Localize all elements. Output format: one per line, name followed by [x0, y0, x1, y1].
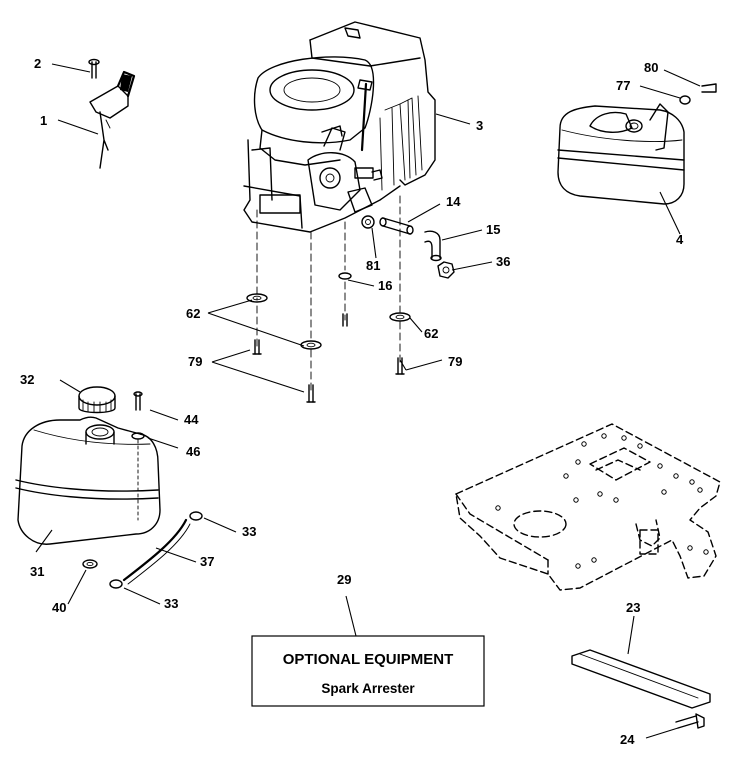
- nut-36: [437, 261, 455, 279]
- callout-40: 40: [52, 600, 66, 615]
- fuel-tank-assembly: [15, 379, 179, 553]
- screw-24: [645, 713, 705, 739]
- callout-79-right: 79: [448, 354, 462, 369]
- callout-29: 29: [337, 572, 351, 587]
- spark-arrester-screen-23: [571, 615, 711, 709]
- callout-labels: 2 1 3 80 77 4 14 15 81 36 16 62 62 79 79…: [20, 56, 684, 747]
- cylinder-fins: [379, 95, 423, 191]
- fuel-line-14: [379, 217, 414, 235]
- bolts-79: [211, 313, 443, 403]
- callout-1: 1: [40, 113, 47, 128]
- washer-40: [67, 559, 98, 605]
- leader-15: [441, 229, 483, 241]
- callout-81: 81: [366, 258, 380, 273]
- engine-mounting-plate: [455, 423, 721, 591]
- optional-equipment-box: OPTIONAL EQUIPMENT Spark Arrester: [251, 635, 485, 707]
- fuel-hose-37: [109, 511, 237, 605]
- callout-33-top: 33: [242, 524, 256, 539]
- callout-15: 15: [486, 222, 500, 237]
- engine-assembly: [243, 21, 436, 233]
- callout-24: 24: [620, 732, 635, 747]
- optional-equipment-subtitle: Spark Arrester: [321, 681, 415, 696]
- leader-81: [371, 227, 377, 259]
- muffler-assembly: [557, 69, 717, 235]
- callout-37: 37: [200, 554, 214, 569]
- callout-36: 36: [496, 254, 510, 269]
- washer-16: [338, 272, 352, 280]
- leader-29: [345, 595, 357, 637]
- callout-16: 16: [378, 278, 392, 293]
- callout-31: 31: [30, 564, 44, 579]
- callout-14: 14: [446, 194, 461, 209]
- callout-80: 80: [644, 60, 658, 75]
- callout-62-left: 62: [186, 306, 200, 321]
- callout-33-bottom: 33: [164, 596, 178, 611]
- callout-77: 77: [616, 78, 630, 93]
- callout-62-right: 62: [424, 326, 438, 341]
- optional-equipment-title: OPTIONAL EQUIPMENT: [283, 651, 454, 668]
- washers-62: [207, 293, 423, 350]
- callout-3: 3: [476, 118, 483, 133]
- elbow-fitting-15: [424, 230, 442, 262]
- callout-44: 44: [184, 412, 199, 427]
- callout-32: 32: [20, 372, 34, 387]
- fitting-81: [361, 215, 375, 229]
- callout-79-left: 79: [188, 354, 202, 369]
- callout-2: 2: [34, 56, 41, 71]
- leader-14: [407, 203, 441, 223]
- mounting-guide-lines: [256, 195, 401, 393]
- plate-holes: [495, 433, 709, 569]
- callout-4: 4: [676, 232, 684, 247]
- callout-23: 23: [626, 600, 640, 615]
- leader-3: [435, 113, 471, 125]
- leader-16: [347, 279, 375, 287]
- throttle-control-assembly: [51, 58, 136, 169]
- leader-36: [451, 261, 493, 271]
- callout-46: 46: [186, 444, 200, 459]
